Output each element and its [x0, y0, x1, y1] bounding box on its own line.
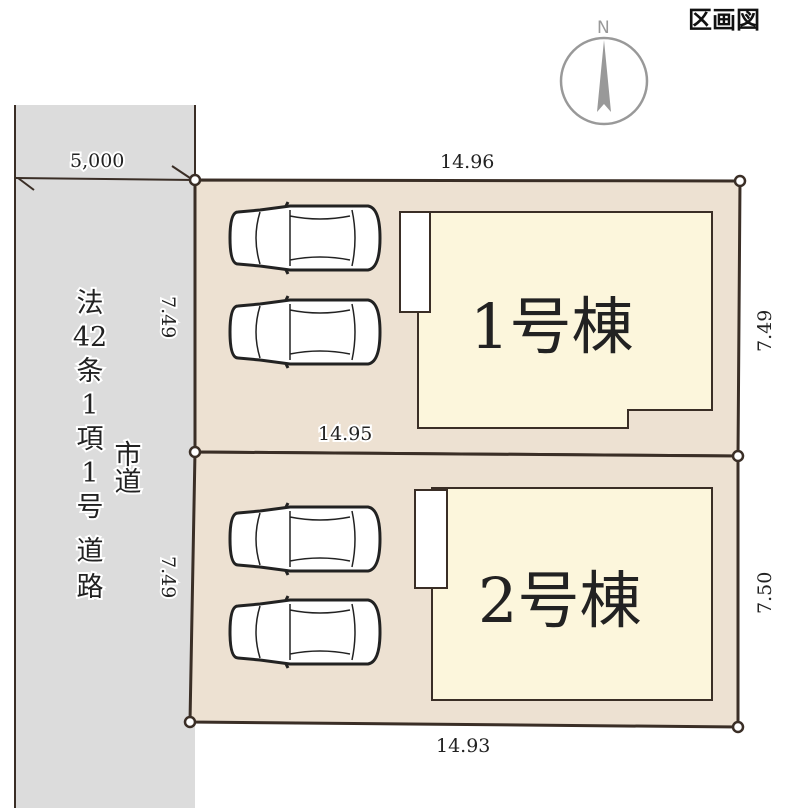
road-law-label: 法 42 条 1 項 1 号 道 路: [71, 286, 109, 605]
lot-1-bottom-dim: 14.95: [318, 423, 372, 445]
svg-text:項: 項: [77, 424, 104, 455]
svg-text:道: 道: [77, 536, 104, 567]
lot-2-left-dim: 7.49: [157, 556, 179, 598]
parking-car-2b: [228, 594, 382, 670]
building-1: [417, 211, 713, 429]
lot-2-bottom-dim: 14.93: [436, 735, 490, 757]
parking-car-2a: [228, 501, 382, 577]
road-width-tick: [17, 177, 35, 191]
page-title: 区画図: [688, 6, 760, 34]
svg-text:1: 1: [81, 458, 98, 489]
building-1-annex: [399, 211, 431, 313]
svg-text:1: 1: [81, 390, 98, 421]
parking-car-1a: [228, 200, 382, 276]
svg-text:法: 法: [77, 288, 104, 319]
svg-text:N: N: [597, 18, 610, 38]
building-2: [431, 487, 713, 701]
road-width-label: 5,000: [70, 150, 124, 172]
lot-2-right-dim: 7.50: [754, 572, 776, 614]
svg-text:42: 42: [73, 322, 107, 353]
road-area: [15, 105, 195, 808]
building-2-label: 2号棟: [478, 564, 641, 637]
boundary-points: [183, 173, 747, 734]
svg-text:条: 条: [77, 356, 104, 387]
parking-car-1b: [228, 294, 382, 370]
lot-1-right-dim: 7.49: [754, 310, 776, 352]
svg-text:号: 号: [77, 492, 104, 523]
building-1-label: 1号棟: [470, 290, 633, 363]
lot-1-left-dim: 7.49: [157, 296, 179, 338]
road-type-label: 市道: [110, 440, 141, 494]
building-2-annex: [414, 489, 448, 589]
lot-1-top-dim: 14.96: [440, 151, 494, 173]
svg-text:路: 路: [77, 572, 104, 603]
north-compass-icon: N: [559, 18, 649, 126]
road-width-tick: [171, 165, 191, 179]
road-width-line: [14, 177, 196, 181]
